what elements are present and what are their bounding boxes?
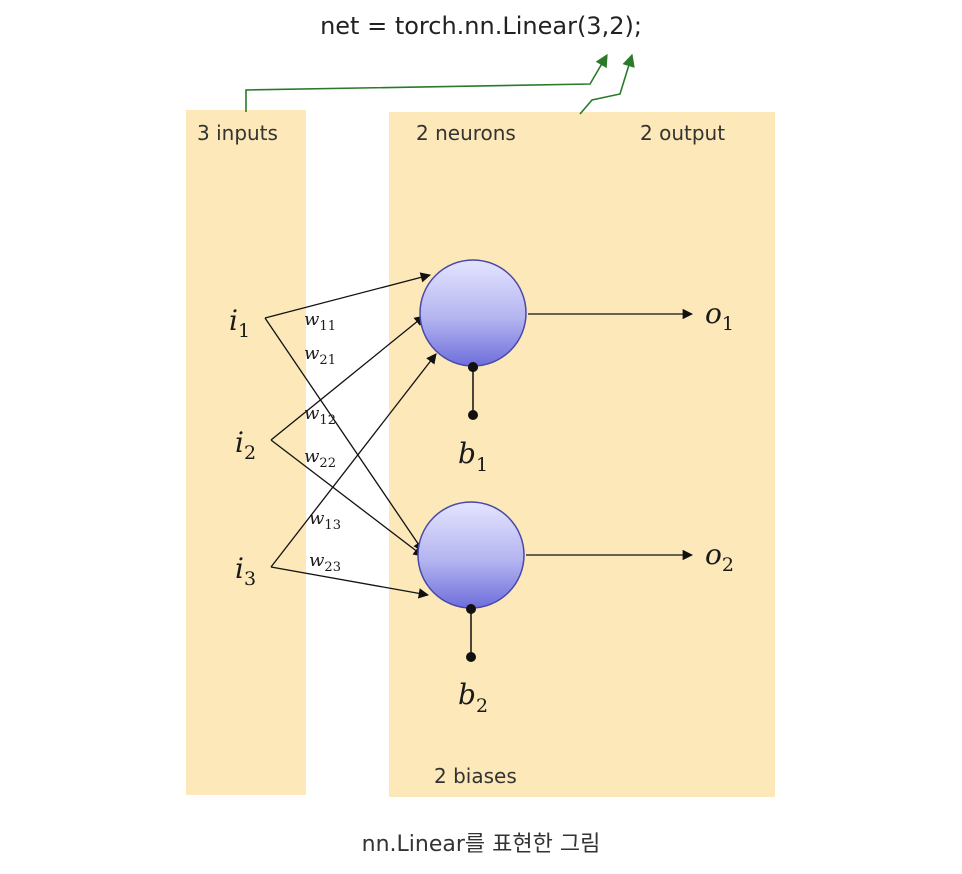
weight-label-w21: w21 [304, 343, 336, 368]
neurons-pointer-arrow [579, 53, 635, 115]
connection-i3-n1 [270, 353, 437, 568]
neuron-1 [419, 259, 527, 367]
bias-node-1 [468, 410, 478, 420]
weight-label-w12: w12 [304, 403, 336, 428]
input-label-3: i3 [235, 552, 256, 590]
connection-i2-n2 [270, 439, 424, 557]
weight-label-w23: w23 [309, 550, 341, 575]
bias-label-2: b2 [458, 678, 488, 717]
layer-panel [389, 112, 775, 797]
output-symbol-1: o1 [705, 297, 734, 335]
input-label-2: i2 [235, 426, 256, 464]
figure-caption: nn.Linear를 표현한 그림 [361, 832, 601, 857]
weight-label-w22: w22 [304, 446, 336, 471]
inputs-label: 3 inputs [197, 121, 278, 145]
code-text: net = torch.nn.Linear(3,2); [320, 12, 642, 40]
bias-node-1-top-dot [468, 362, 478, 372]
bias-node-2 [466, 652, 476, 662]
bias-label-1: b1 [458, 437, 488, 476]
connection-i2-n1 [270, 315, 425, 441]
weight-label-w11: w11 [304, 309, 336, 334]
biases-label: 2 biases [434, 764, 517, 788]
connection-i1-n1 [264, 272, 432, 319]
connection-i1-n2 [264, 317, 424, 552]
input-label-1: i1 [229, 304, 250, 342]
connection-i3-n2 [270, 566, 430, 599]
output-symbol-2: o2 [705, 538, 734, 576]
inputs-pointer-arrow [245, 53, 608, 112]
weight-label-w13: w13 [309, 508, 341, 533]
inputs-panel [186, 110, 306, 795]
neuron-2 [417, 501, 525, 609]
neurons-label: 2 neurons [416, 121, 516, 145]
output-label: 2 output [640, 121, 725, 145]
bias-node-2-top-dot [466, 604, 476, 614]
